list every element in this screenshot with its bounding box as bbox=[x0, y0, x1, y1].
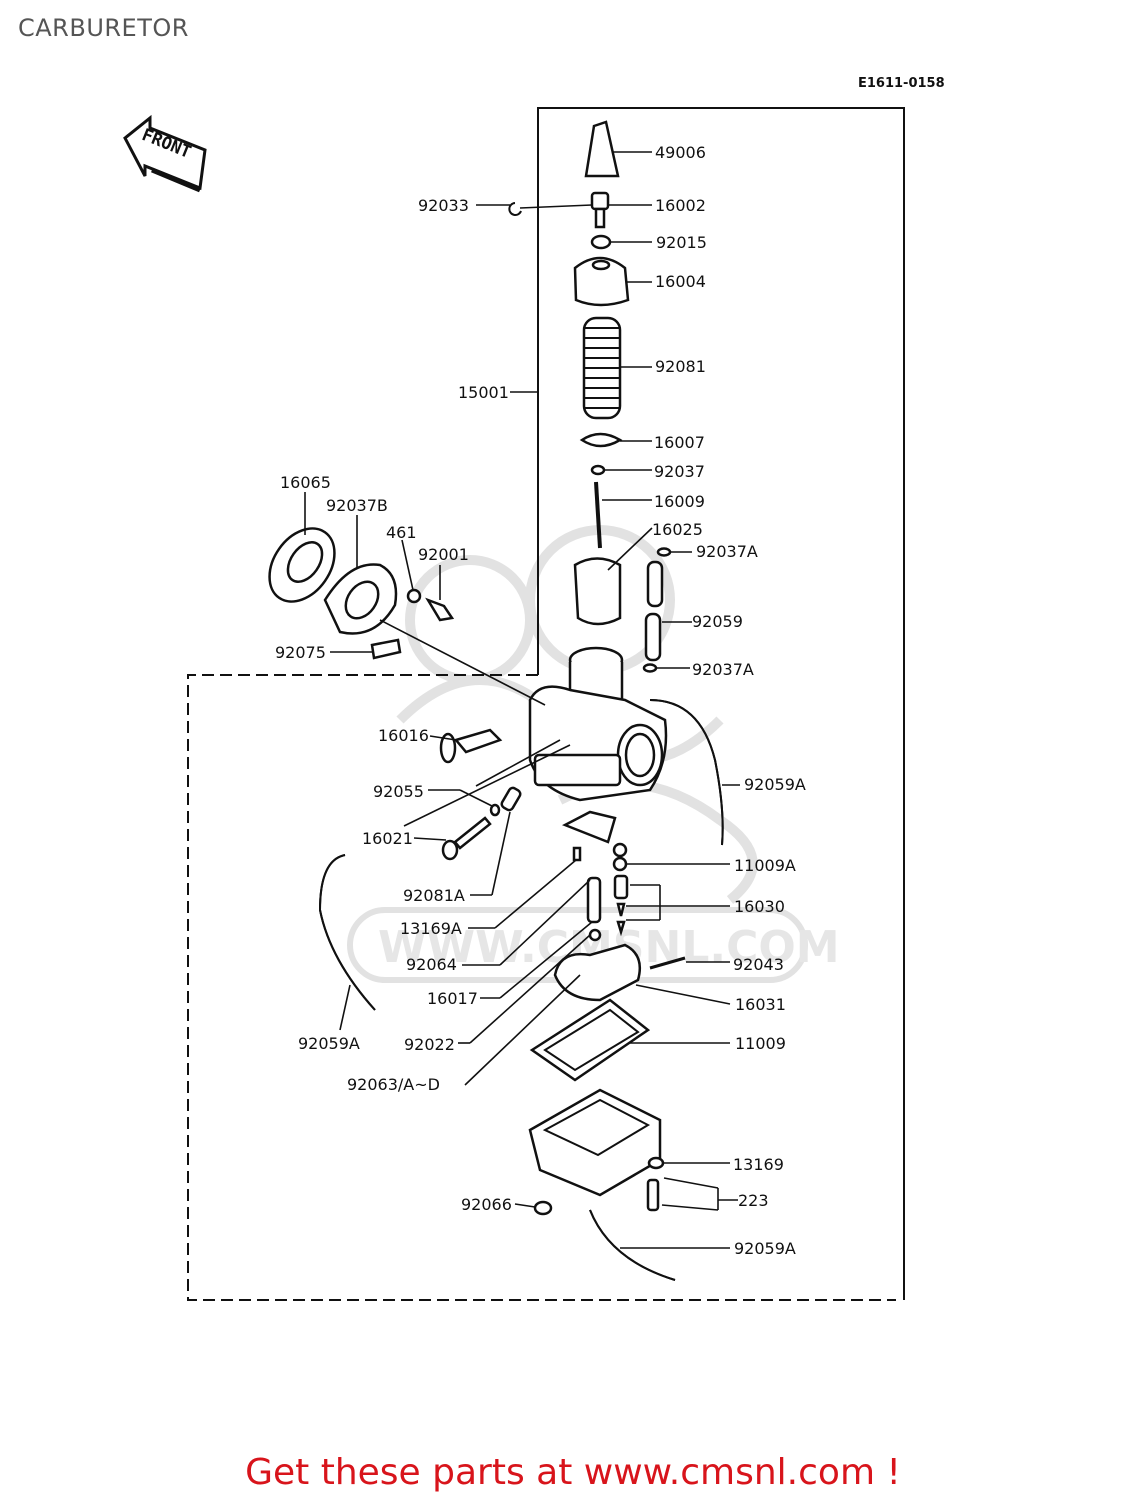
part-shapes bbox=[268, 120, 724, 1281]
carburetor-body-shape bbox=[528, 646, 668, 802]
part-label-16007: 16007 bbox=[654, 433, 705, 452]
part-label-92059A-left: 92059A bbox=[298, 1034, 360, 1053]
part-label-92037B: 92037B bbox=[326, 496, 388, 515]
part-label-16017: 16017 bbox=[427, 989, 478, 1008]
part-label-92043: 92043 bbox=[733, 955, 784, 974]
part-label-92064: 92064 bbox=[406, 955, 457, 974]
part-label-92022: 92022 bbox=[404, 1035, 455, 1054]
part-label-92066: 92066 bbox=[461, 1195, 512, 1214]
part-label-92037A-top: 92037A bbox=[696, 542, 758, 561]
part-label-15001: 15001 bbox=[458, 383, 509, 402]
part-label-92015: 92015 bbox=[656, 233, 707, 252]
promo-banner[interactable]: Get these parts at www.cmsnl.com ! bbox=[245, 1452, 901, 1493]
part-label-223: 223 bbox=[738, 1191, 769, 1210]
part-label-92063: 92063/A~D bbox=[347, 1075, 440, 1094]
spring-shape bbox=[582, 316, 622, 420]
carburetor-exploded-diagram: WWW.CMSNL.COM E1611-0158 FRONT bbox=[123, 76, 945, 1301]
part-label-13169: 13169 bbox=[733, 1155, 784, 1174]
part-label-92059: 92059 bbox=[692, 612, 743, 631]
part-label-92081: 92081 bbox=[655, 357, 706, 376]
part-label-16004: 16004 bbox=[655, 272, 706, 291]
part-label-16065: 16065 bbox=[280, 473, 331, 492]
part-label-92055: 92055 bbox=[373, 782, 424, 801]
part-label-11009: 11009 bbox=[735, 1034, 786, 1053]
part-label-92001: 92001 bbox=[418, 545, 469, 564]
part-label-92037A-bottom: 92037A bbox=[692, 660, 754, 679]
page-title: CARBURETOR bbox=[18, 14, 189, 42]
part-label-92081A: 92081A bbox=[403, 886, 465, 905]
part-label-16025: 16025 bbox=[652, 520, 703, 539]
part-label-49006: 49006 bbox=[655, 143, 706, 162]
front-arrow-icon: FRONT bbox=[123, 114, 207, 193]
part-label-92033: 92033 bbox=[418, 196, 469, 215]
float-bowl-shape bbox=[528, 1088, 662, 1197]
part-label-92059A-bottom: 92059A bbox=[734, 1239, 796, 1258]
part-label-16030: 16030 bbox=[734, 897, 785, 916]
part-label-461: 461 bbox=[386, 523, 417, 542]
part-label-92075: 92075 bbox=[275, 643, 326, 662]
part-label-92059A-right: 92059A bbox=[744, 775, 806, 794]
part-label-16031: 16031 bbox=[735, 995, 786, 1014]
part-label-16002: 16002 bbox=[655, 196, 706, 215]
part-label-11009A: 11009A bbox=[734, 856, 796, 875]
leader-lines bbox=[304, 151, 740, 1249]
part-labels: 49006 92033 16002 92015 16004 92081 1500… bbox=[275, 143, 806, 1258]
part-label-13169A: 13169A bbox=[400, 919, 462, 938]
part-label-92037: 92037 bbox=[654, 462, 705, 481]
part-label-16016: 16016 bbox=[378, 726, 429, 745]
diagram-code: E1611-0158 bbox=[858, 76, 945, 91]
part-label-16021: 16021 bbox=[362, 829, 413, 848]
part-label-16009: 16009 bbox=[654, 492, 705, 511]
